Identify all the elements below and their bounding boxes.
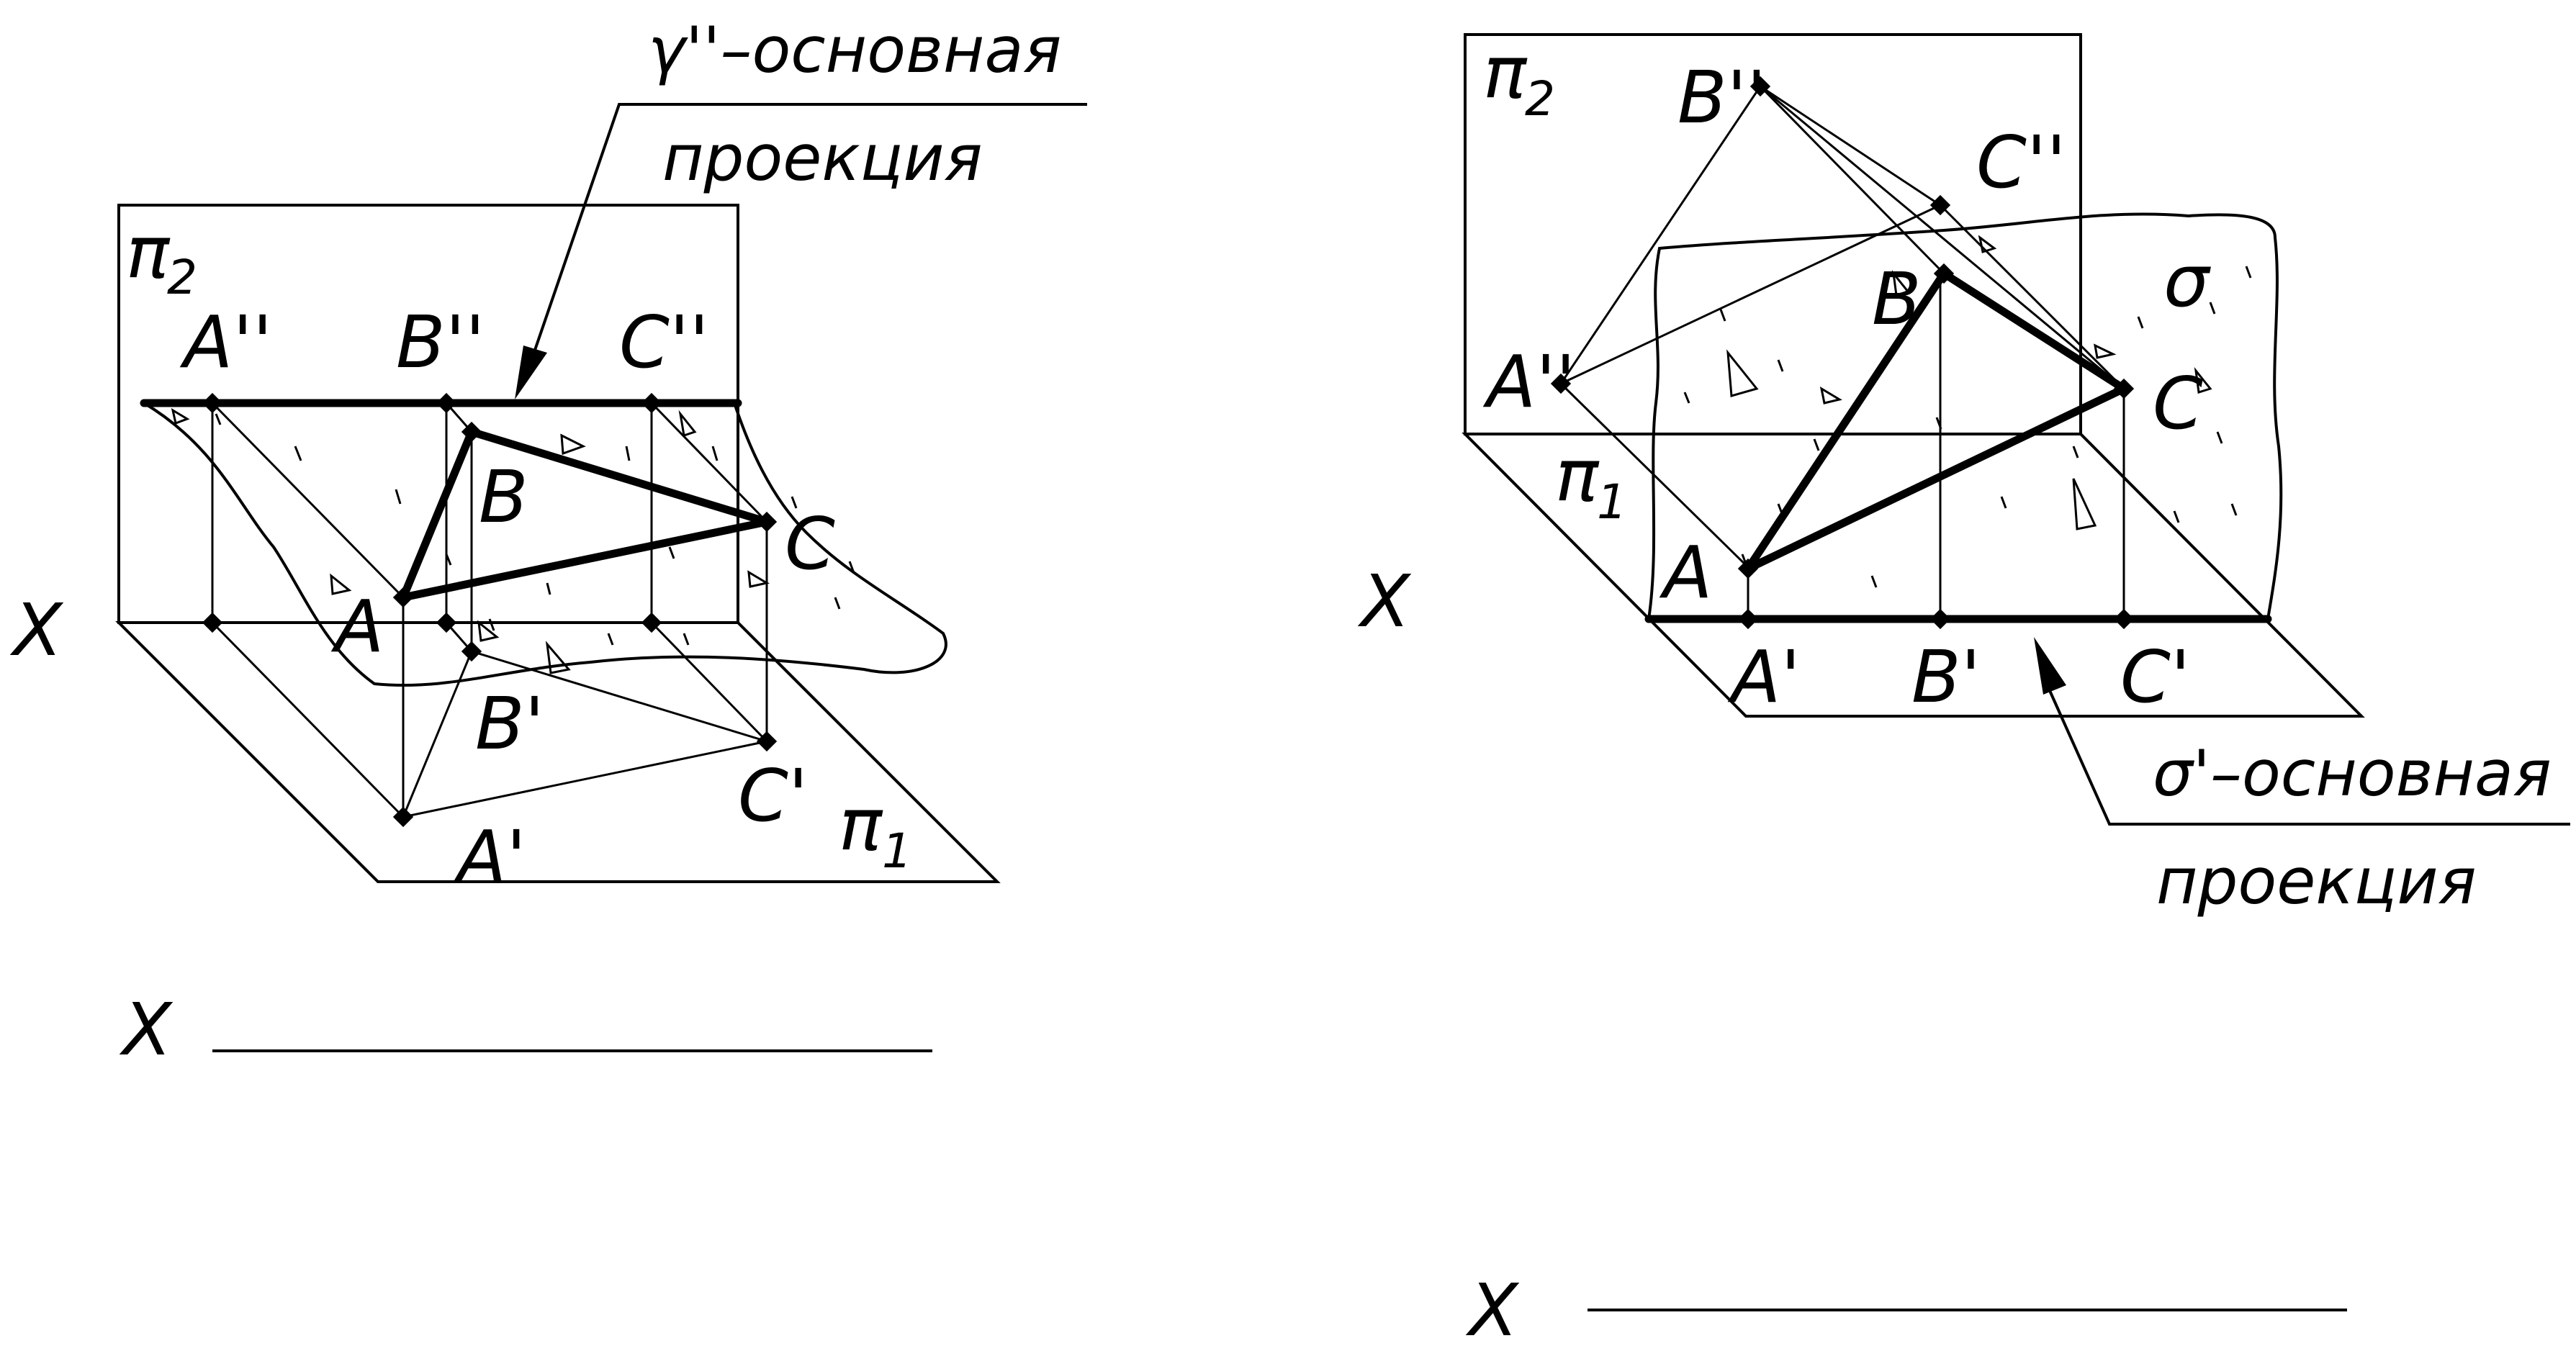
right-axis-label: X — [1357, 559, 1412, 643]
left-label-A: A — [330, 584, 384, 669]
left-label-C1: C' — [738, 754, 808, 838]
left-caption-line1: γ''–основная — [648, 13, 1061, 87]
right-caption-line1: σ'–основная — [2153, 736, 2552, 810]
left-label-A1: A' — [453, 815, 526, 899]
right-sigma-texture — [1683, 235, 2252, 588]
right-axis-below-label: X — [1465, 1268, 1520, 1352]
left-pi1-sub: 1 — [882, 823, 912, 879]
left-label-A2: A'' — [179, 300, 272, 384]
left-figure: π 2 π 1 X A'' B'' C'' A B C A' B' C' γ''… — [9, 13, 1087, 1072]
right-points — [1550, 76, 2135, 630]
right-label-C1: C' — [2120, 635, 2190, 719]
left-gamma-texture — [171, 407, 855, 674]
left-pi2-sub: 2 — [167, 250, 197, 305]
left-label-C: C — [785, 502, 835, 586]
left-triangle-space — [399, 428, 771, 602]
left-axis-label: X — [9, 588, 64, 672]
right-label-A1: A' — [1727, 635, 1801, 719]
left-pi2-label: π — [126, 210, 171, 294]
left-points — [202, 392, 778, 828]
left-plane-pi1 — [115, 621, 1001, 883]
right-plane-sigma-boundary — [1647, 212, 2283, 620]
right-caption-arrow — [2034, 637, 2066, 695]
left-caption-leader — [531, 103, 1087, 357]
right-caption-leader — [2047, 687, 2570, 826]
left-label-B2: B'' — [396, 300, 485, 384]
right-label-C: C — [2153, 361, 2203, 446]
left-label-B: B — [479, 455, 528, 539]
right-pi2-label: π — [1483, 30, 1528, 114]
right-caption-line2: проекция — [2156, 844, 2477, 918]
left-caption-arrow — [515, 345, 547, 399]
left-axis-below-label: X — [119, 988, 174, 1072]
right-label-A: A — [1659, 530, 1712, 615]
right-triangle-space — [1744, 269, 2128, 573]
left-pi1-label: π — [839, 782, 883, 867]
right-label-B2: B'' — [1677, 55, 1767, 140]
right-pi1-sub: 1 — [1597, 474, 1627, 530]
left-plane-gamma-boundary — [143, 402, 947, 687]
left-triangle-h — [401, 650, 767, 819]
right-sigma-label: σ — [2163, 239, 2211, 323]
right-pi1-label: π — [1555, 433, 1600, 518]
right-label-A2: A'' — [1482, 340, 1575, 424]
right-label-B: B — [1872, 257, 1922, 341]
right-label-B1: B' — [1911, 635, 1981, 719]
left-caption-line2: проекция — [662, 121, 983, 195]
left-label-C2: C'' — [619, 300, 709, 384]
right-label-C2: C'' — [1976, 120, 2066, 204]
right-figure: π 2 π 1 σ X A'' B'' C'' A B C A' B' C' σ… — [1357, 30, 2570, 1352]
right-pi2-sub: 2 — [1525, 71, 1555, 127]
left-label-B1: B' — [475, 682, 544, 766]
